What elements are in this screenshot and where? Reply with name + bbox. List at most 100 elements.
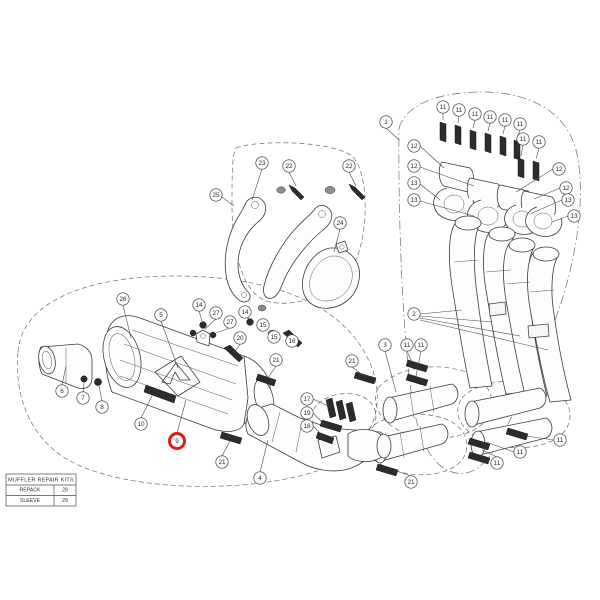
callout-13[interactable]: 13 xyxy=(561,193,575,207)
callout-21[interactable]: 21 xyxy=(404,475,418,489)
callout-ring xyxy=(407,307,421,321)
callout-11[interactable]: 11 xyxy=(436,100,450,114)
callout-21[interactable]: 21 xyxy=(215,455,229,469)
callout-15[interactable]: 15 xyxy=(267,330,281,344)
callout-12[interactable]: 12 xyxy=(407,139,421,153)
leader-11d xyxy=(487,122,491,132)
callout-21[interactable]: 21 xyxy=(345,354,359,368)
callout-label: 8 xyxy=(100,404,104,411)
callout-22[interactable]: 22 xyxy=(282,159,296,173)
leader-23 xyxy=(251,168,263,201)
callout-ring xyxy=(407,176,421,190)
callout-16[interactable]: 16 xyxy=(285,334,299,348)
callout-20[interactable]: 20 xyxy=(233,331,247,345)
callout-11[interactable]: 11 xyxy=(498,113,512,127)
callout-label: 11 xyxy=(456,107,463,114)
callout-label: 11 xyxy=(440,104,447,111)
callout-15[interactable]: 15 xyxy=(256,318,270,332)
callout-ring xyxy=(76,391,90,405)
leader-5 xyxy=(160,320,179,369)
callout-27[interactable]: 27 xyxy=(209,306,223,320)
callout-5[interactable]: 5 xyxy=(154,308,168,322)
callout-label: 10 xyxy=(137,421,145,428)
callout-18[interactable]: 18 xyxy=(300,419,314,433)
callout-ring xyxy=(468,107,482,121)
link-pipe-a-seam2 xyxy=(429,385,435,413)
leader-14a xyxy=(198,310,203,322)
leader-10 xyxy=(140,395,153,419)
muffler-end-cap xyxy=(102,326,142,388)
callout-13[interactable]: 13 xyxy=(407,176,421,190)
callout-8[interactable]: 8 xyxy=(95,400,109,414)
callout-label: 2 xyxy=(412,311,416,318)
spring-11-m xyxy=(505,427,529,441)
callout-3[interactable]: 3 xyxy=(378,338,392,352)
callout-13[interactable]: 13 xyxy=(407,193,421,207)
callout-14[interactable]: 14 xyxy=(192,298,206,312)
callout-7[interactable]: 7 xyxy=(76,391,90,405)
callout-label: 16 xyxy=(288,338,296,345)
leader-lines xyxy=(61,113,569,477)
callout-24[interactable]: 24 xyxy=(333,216,347,230)
stud-11-c xyxy=(469,129,477,151)
leader-11g xyxy=(520,144,524,157)
callout-11[interactable]: 11 xyxy=(483,110,497,124)
callout-14[interactable]: 14 xyxy=(238,305,252,319)
callout-11[interactable]: 11 xyxy=(516,132,530,146)
callout-label: 23 xyxy=(258,160,266,167)
callout-label: 12 xyxy=(562,185,570,192)
callout-ring xyxy=(404,475,418,489)
callout-6[interactable]: 6 xyxy=(55,384,69,398)
callout-label: 11 xyxy=(404,342,411,349)
callout-ring xyxy=(95,400,109,414)
legend-row-0-label: REPACK xyxy=(20,488,41,494)
callout-ring xyxy=(300,392,314,406)
callout-11[interactable]: 11 xyxy=(532,135,546,149)
callout-12[interactable]: 12 xyxy=(407,159,421,173)
callout-11[interactable]: 11 xyxy=(452,103,466,117)
callout-11[interactable]: 11 xyxy=(468,107,482,121)
callout-10[interactable]: 10 xyxy=(134,417,148,431)
callout-11[interactable]: 11 xyxy=(513,117,527,131)
muffler-decal xyxy=(143,384,177,404)
callout-11[interactable]: 11 xyxy=(513,445,527,459)
callout-11[interactable]: 11 xyxy=(414,338,428,352)
callout-label: 18 xyxy=(303,423,311,430)
callout-19[interactable]: 19 xyxy=(300,406,314,420)
baffle-inlet-inner xyxy=(41,350,53,370)
callout-12[interactable]: 12 xyxy=(559,181,573,195)
leader-13d xyxy=(551,215,569,223)
callout-1[interactable]: 1 xyxy=(379,115,393,129)
callout-9[interactable]: 9 xyxy=(168,432,186,450)
callout-ring xyxy=(532,135,546,149)
leader-21b xyxy=(221,440,231,457)
callout-22[interactable]: 22 xyxy=(342,159,356,173)
washer-8 xyxy=(94,378,102,386)
callout-ring xyxy=(209,188,223,202)
callout-label: 11 xyxy=(517,449,524,456)
header-band-1 xyxy=(453,259,479,263)
callout-12[interactable]: 12 xyxy=(552,162,566,176)
callout-label: 7 xyxy=(81,395,85,402)
callout-11[interactable]: 11 xyxy=(553,433,567,447)
callout-23[interactable]: 23 xyxy=(255,156,269,170)
midpipe-seam-1 xyxy=(271,411,281,443)
callout-11[interactable]: 11 xyxy=(400,338,414,352)
callout-26[interactable]: 26 xyxy=(116,292,130,306)
header-pipe-3-inlet xyxy=(508,237,536,253)
callout-21[interactable]: 21 xyxy=(269,353,283,367)
clamp-ring-outer xyxy=(301,247,360,309)
callout-11[interactable]: 11 xyxy=(490,456,504,470)
header-pipes xyxy=(448,215,572,403)
callout-ring xyxy=(215,455,229,469)
callout-label: 6 xyxy=(60,388,64,395)
callout-4[interactable]: 4 xyxy=(253,471,267,485)
leader-24 xyxy=(333,228,341,253)
callout-2[interactable]: 2 xyxy=(407,307,421,321)
callout-25[interactable]: 25 xyxy=(209,188,223,202)
callout-13[interactable]: 13 xyxy=(567,209,581,223)
callout-17[interactable]: 17 xyxy=(300,392,314,406)
callout-27[interactable]: 27 xyxy=(223,315,237,329)
callout-label: 13 xyxy=(410,180,418,187)
